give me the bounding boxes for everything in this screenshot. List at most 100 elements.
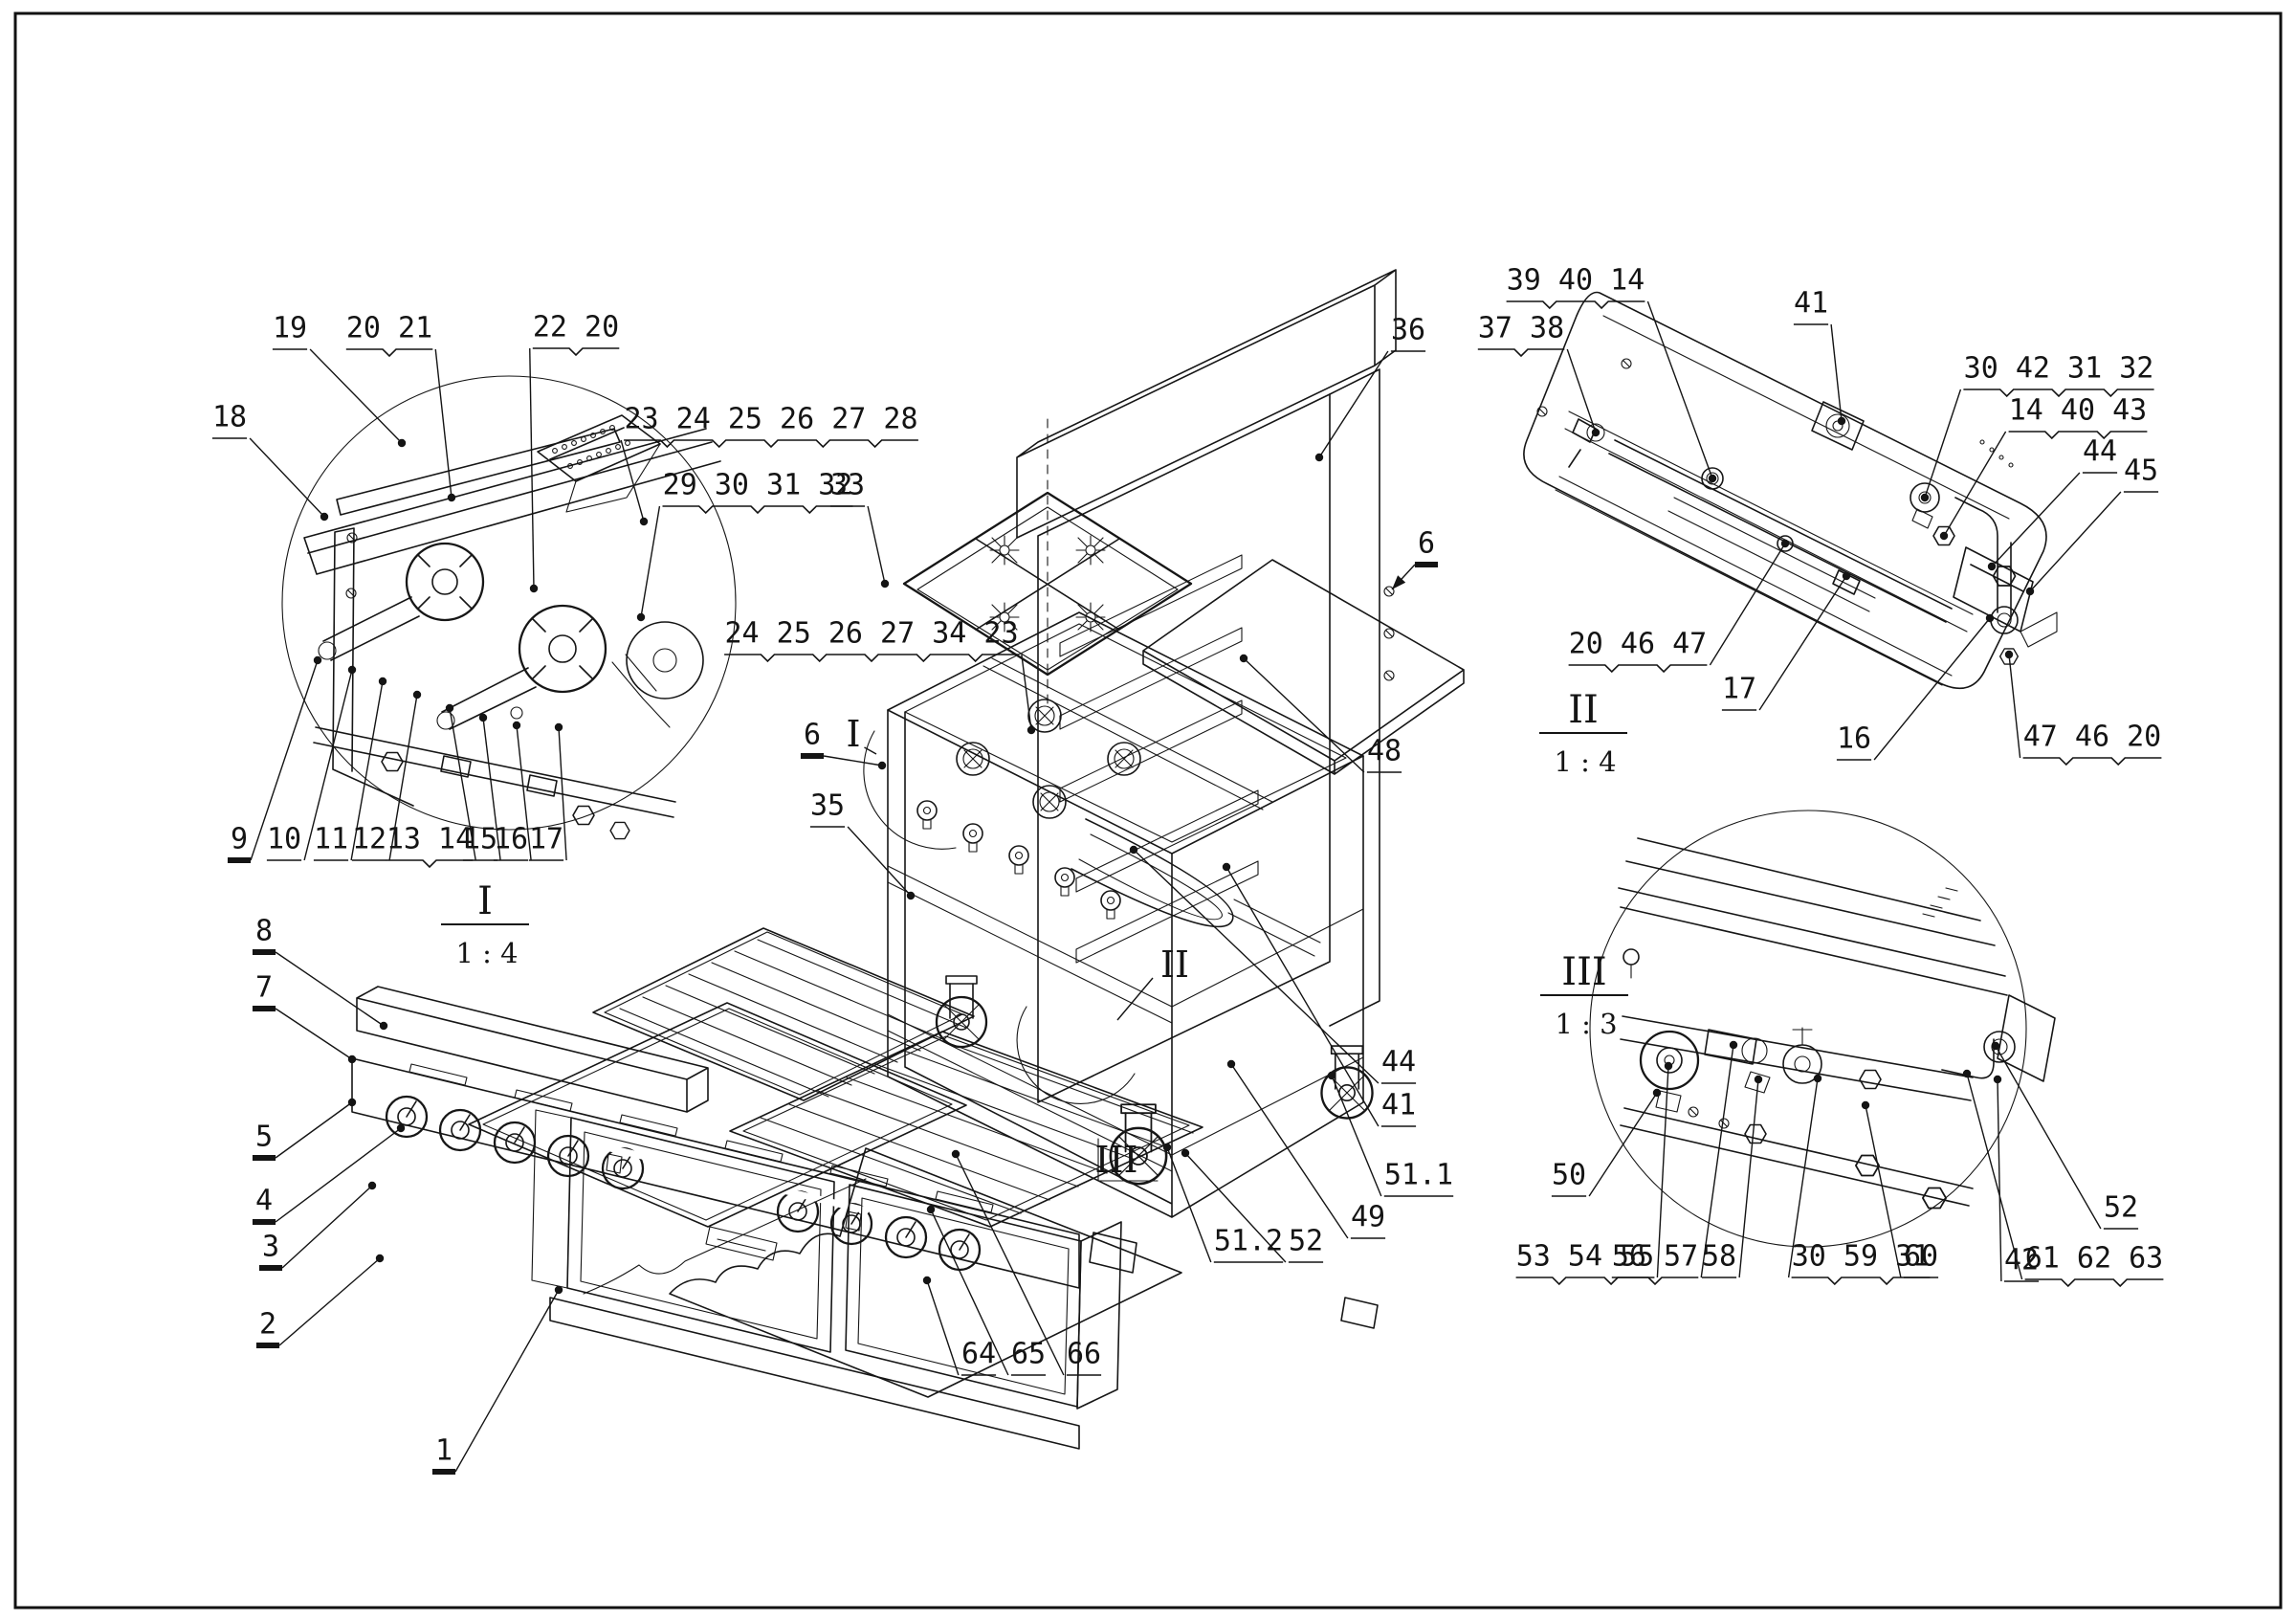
part-number: 44 xyxy=(2083,435,2117,469)
part-number: 30 42 31 32 xyxy=(1964,352,2154,386)
callout-18: 18 xyxy=(211,401,329,522)
part-number: 13 14 xyxy=(386,823,473,856)
callout-14-40-43: 14 40 43 xyxy=(1939,394,2148,541)
callout-7: 7 xyxy=(252,971,357,1064)
detail-ii-art xyxy=(1523,291,2058,690)
part-number: 6 xyxy=(1418,527,1435,561)
callout-37-38: 37 38 xyxy=(1477,312,1601,437)
callout-65: 65 xyxy=(926,1205,1047,1376)
part-number: 19 xyxy=(273,312,307,345)
detail-iii-art xyxy=(1589,810,2056,1248)
callout-12: 12 xyxy=(351,690,422,861)
callout-48: 48 xyxy=(1239,654,1402,773)
callout-36: 36 xyxy=(1314,314,1426,462)
callout-60: 60 xyxy=(1861,1100,1939,1278)
callout-2: 2 xyxy=(255,1254,385,1348)
callout-41: 41 xyxy=(1222,862,1417,1127)
scale-ratio: 1 : 3 xyxy=(1555,1008,1617,1040)
part-number: 51.2 xyxy=(1214,1225,1283,1258)
part-number: 23 24 25 26 27 28 xyxy=(624,403,917,436)
front-view-art xyxy=(351,986,1379,1450)
callout-17: 17 xyxy=(1721,571,1851,711)
part-number: 39 40 14 xyxy=(1507,264,1645,298)
callout-15: 15 xyxy=(462,713,501,861)
callout-51-1: 51.1 xyxy=(1327,1071,1454,1197)
part-number: 64 xyxy=(961,1338,996,1371)
part-number: 42 xyxy=(2004,1244,2039,1277)
part-number: 48 xyxy=(1367,735,1402,768)
callout-22-20: 22 20 xyxy=(529,311,620,593)
scale-ratio: 1 : 4 xyxy=(455,937,518,969)
part-number: 61 62 63 xyxy=(2025,1242,2164,1276)
scale-ratio: 1 : 4 xyxy=(1554,745,1616,778)
part-number: 47 46 20 xyxy=(2023,721,2162,754)
scale-numeral: III xyxy=(1561,950,1606,994)
callout-24-25-26-27-34-23: 24 25 26 27 34 23 xyxy=(724,617,1036,735)
part-number: 51.1 xyxy=(1384,1159,1453,1192)
callout-35: 35 xyxy=(809,789,916,900)
callout-39-40-14: 39 40 14 xyxy=(1506,264,1717,483)
callout-44: 44 xyxy=(1129,845,1417,1084)
part-number: 35 xyxy=(810,789,845,823)
callout-52: 52 xyxy=(1181,1148,1324,1263)
callout-47-46-20: 47 46 20 xyxy=(2004,650,2162,766)
part-number: 16 xyxy=(1837,722,1871,756)
part-number: 14 40 43 xyxy=(2009,394,2148,428)
callout-17: 17 xyxy=(528,722,567,861)
part-number: 1 xyxy=(435,1434,453,1468)
part-number: 41 xyxy=(1794,287,1828,321)
callout-53-54-55: 53 54 55 xyxy=(1515,1061,1673,1286)
main-view-art xyxy=(468,269,1465,1398)
part-number: 65 xyxy=(1011,1338,1046,1371)
part-number: 12 xyxy=(352,823,386,856)
callout-61-62-63: 61 62 63 xyxy=(1962,1069,2164,1288)
view-scale-I: I1 : 4 xyxy=(441,879,529,969)
callout-16: 16 xyxy=(493,721,532,861)
view-scale-III: III 1 : 3 xyxy=(1540,950,1628,1040)
part-number: 66 xyxy=(1067,1338,1101,1371)
part-number: 6 xyxy=(804,719,821,752)
callout-30-42-31-32: 30 42 31 32 xyxy=(1920,352,2154,502)
part-number: 24 25 26 27 34 23 xyxy=(724,617,1018,651)
part-number: 29 30 31 32 xyxy=(663,469,853,502)
callout-11: 11 xyxy=(313,677,387,861)
part-number: 30 59 31 xyxy=(1792,1240,1931,1274)
part-number: 52 xyxy=(2104,1191,2138,1225)
part-number: 60 xyxy=(1904,1240,1938,1274)
callout-23-24-25-26-27-28: 23 24 25 26 27 28 xyxy=(620,403,918,526)
callout-6: 6 xyxy=(1391,527,1439,590)
part-number: 50 xyxy=(1552,1159,1586,1192)
part-number: 17 xyxy=(1722,673,1756,706)
part-number: 22 20 xyxy=(533,311,619,344)
callout-6: 6 xyxy=(800,719,887,770)
part-number: 7 xyxy=(255,971,273,1005)
callout-10: 10 xyxy=(266,665,357,861)
part-number: 11 xyxy=(314,823,348,856)
part-number: 8 xyxy=(255,915,273,948)
callout-III: III xyxy=(1094,1139,1137,1181)
part-number: I xyxy=(846,713,860,755)
callout-3: 3 xyxy=(258,1181,377,1271)
callout-9: 9 xyxy=(227,655,322,863)
part-number: 44 xyxy=(1381,1046,1416,1079)
part-number: 45 xyxy=(2124,455,2158,488)
callout-64: 64 xyxy=(922,1276,997,1376)
callout-16: 16 xyxy=(1836,613,1995,761)
part-number: 9 xyxy=(231,823,248,856)
callout-51-2: 51.2 xyxy=(1162,1143,1284,1263)
scale-numeral: II xyxy=(1568,688,1599,732)
part-number: 4 xyxy=(255,1185,273,1218)
part-number: III xyxy=(1094,1139,1137,1181)
part-number: 2 xyxy=(259,1308,276,1342)
callout-42: 42 xyxy=(1993,1075,2040,1282)
callout-19: 19 xyxy=(272,312,407,448)
part-number: 56 57 xyxy=(1612,1240,1698,1274)
callout-44: 44 xyxy=(1987,435,2118,571)
part-number: 20 46 47 xyxy=(1569,628,1708,661)
part-number: 18 xyxy=(212,401,247,434)
callout-I: I xyxy=(846,713,877,755)
callout-30-59-31: 30 59 31 xyxy=(1787,1074,1931,1286)
